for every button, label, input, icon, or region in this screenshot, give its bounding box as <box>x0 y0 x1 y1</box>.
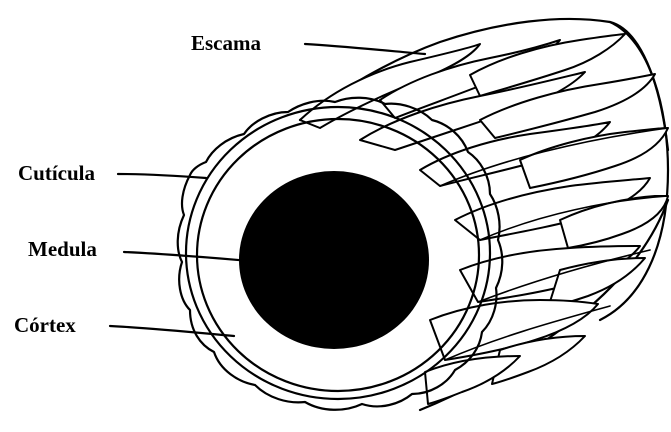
medulla-core <box>239 171 429 349</box>
label-scale-group: Escama <box>191 31 425 55</box>
label-cuticle: Cutícula <box>18 161 96 185</box>
pointer-scale <box>305 44 425 54</box>
label-scale: Escama <box>191 31 261 55</box>
label-medulla: Medula <box>28 237 97 261</box>
pointer-cortex <box>110 326 234 336</box>
label-cortex: Córtex <box>14 313 76 337</box>
label-medulla-group: Medula <box>28 237 262 262</box>
label-cuticle-group: Cutícula <box>18 161 206 185</box>
pointer-cuticle <box>118 174 206 178</box>
